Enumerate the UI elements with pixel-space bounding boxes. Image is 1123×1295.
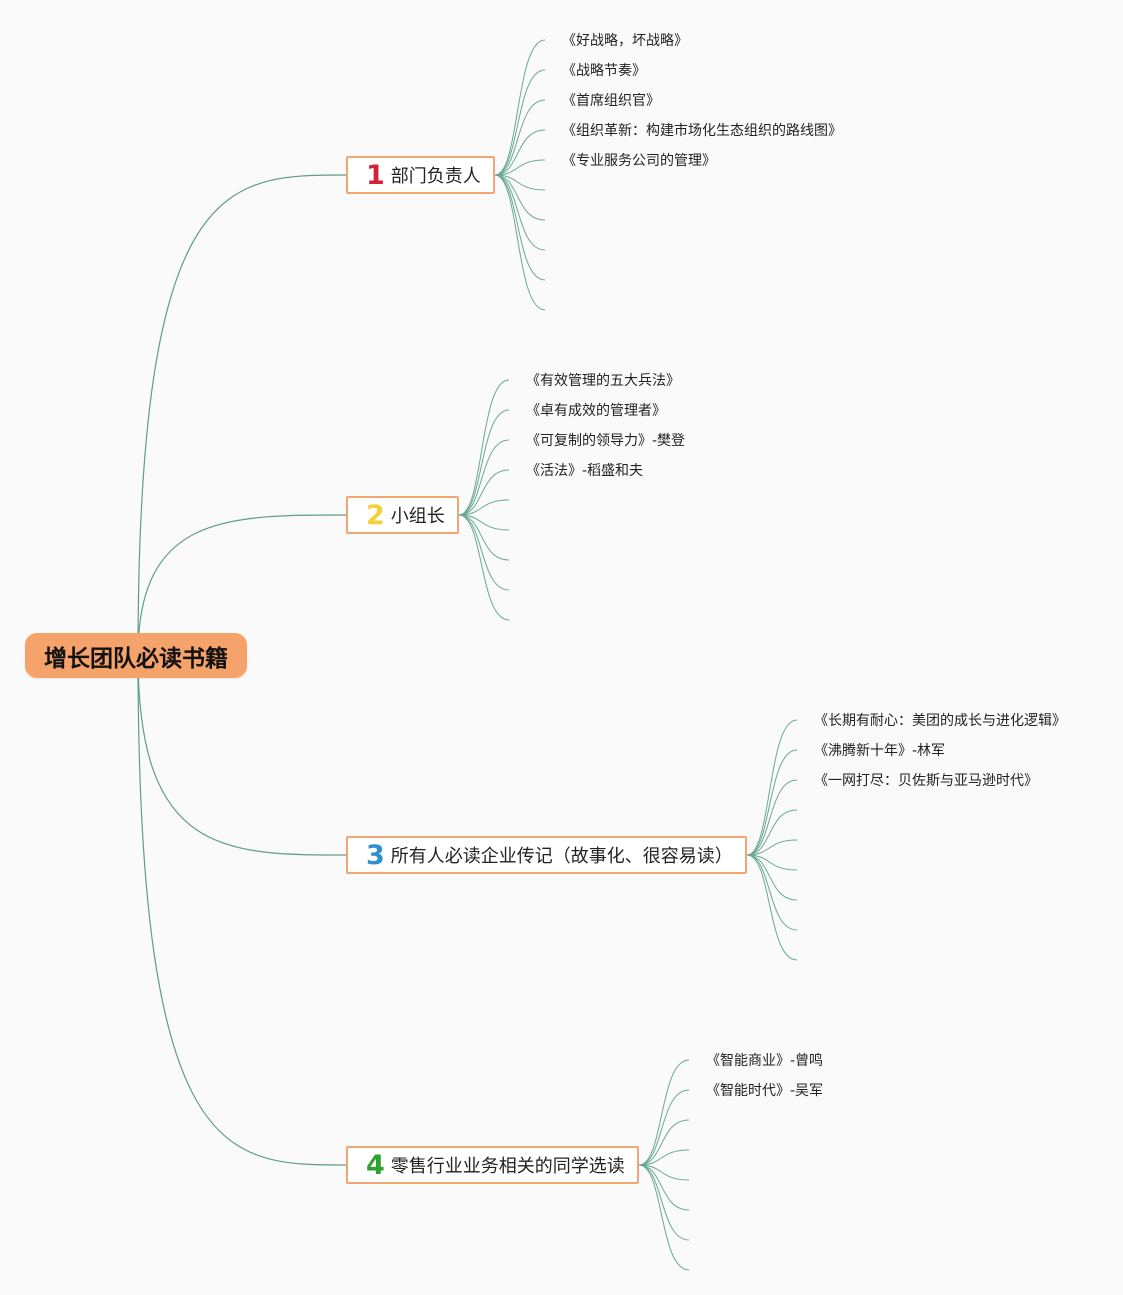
leaf-connector xyxy=(494,99,546,176)
book-item[interactable]: 《沸腾新十年》-林军 xyxy=(814,743,946,759)
leaf-connector xyxy=(458,514,510,561)
branch-label: 部门负责人 xyxy=(390,166,481,187)
leaf-connector xyxy=(458,409,510,516)
leaf-connector xyxy=(638,1164,690,1271)
number-one-icon: 1 xyxy=(366,159,385,191)
leaf-connector xyxy=(494,174,546,281)
branch-topic-3[interactable]: 3 所有人必读企业传记（故事化、很容易读） xyxy=(346,836,747,874)
leaf-connector xyxy=(638,1164,690,1241)
leaf-connector xyxy=(458,514,510,591)
leaf-connector xyxy=(494,39,546,176)
leaf-connector xyxy=(638,1059,690,1166)
branch-topic-1[interactable]: 1 部门负责人 xyxy=(346,156,495,194)
leaf-connector xyxy=(746,854,798,931)
leaf-connector xyxy=(746,809,798,856)
branch-connector xyxy=(137,514,347,657)
branch-connector xyxy=(137,174,347,657)
book-item[interactable]: 《首席组织官》 xyxy=(562,93,660,109)
branch-connector xyxy=(137,655,347,856)
leaf-connector xyxy=(746,779,798,856)
number-two-icon: 2 xyxy=(366,499,385,531)
branch-label: 小组长 xyxy=(390,506,445,527)
book-item[interactable]: 《可复制的领导力》-樊登 xyxy=(526,433,686,449)
leaf-connector xyxy=(458,469,510,516)
branch-topic-2[interactable]: 2 小组长 xyxy=(346,496,459,534)
book-item[interactable]: 《活法》-稻盛和夫 xyxy=(526,463,644,479)
leaf-connector xyxy=(746,839,798,856)
leaf-connector xyxy=(458,514,510,531)
leaf-connector xyxy=(638,1149,690,1166)
leaf-connector xyxy=(746,854,798,871)
book-item[interactable]: 《一网打尽：贝佐斯与亚马逊时代》 xyxy=(814,773,1038,789)
book-item[interactable]: 《组织革新：构建市场化生态组织的路线图》 xyxy=(562,123,842,139)
leaf-connector xyxy=(494,174,546,251)
book-item[interactable]: 《智能时代》-吴军 xyxy=(706,1083,824,1099)
leaf-connector xyxy=(638,1164,690,1181)
leaf-connector xyxy=(494,159,546,176)
number-four-icon: 4 xyxy=(366,1149,385,1181)
book-item[interactable]: 《卓有成效的管理者》 xyxy=(526,403,666,419)
leaf-connector xyxy=(638,1119,690,1166)
book-item[interactable]: 《战略节奏》 xyxy=(562,63,646,79)
leaf-connector xyxy=(746,719,798,856)
book-item[interactable]: 《有效管理的五大兵法》 xyxy=(526,373,680,389)
branch-topic-4[interactable]: 4 零售行业业务相关的同学选读 xyxy=(346,1146,639,1184)
leaf-connector xyxy=(458,439,510,516)
leaf-connector xyxy=(494,174,546,311)
leaf-connector xyxy=(458,499,510,516)
book-item[interactable]: 《长期有耐心：美团的成长与进化逻辑》 xyxy=(814,713,1066,729)
branch-label: 所有人必读企业传记（故事化、很容易读） xyxy=(390,846,733,867)
branch-label: 零售行业业务相关的同学选读 xyxy=(390,1156,625,1177)
leaf-connector xyxy=(494,129,546,176)
leaf-connector xyxy=(494,174,546,191)
branch-connector xyxy=(137,655,347,1166)
leaf-connector xyxy=(746,749,798,856)
number-three-icon: 3 xyxy=(366,839,385,871)
book-item[interactable]: 《好战略，坏战略》 xyxy=(562,33,688,49)
leaf-connector xyxy=(458,514,510,621)
root-topic[interactable]: 增长团队必读书籍 xyxy=(25,633,247,678)
leaf-connector xyxy=(746,854,798,901)
book-item[interactable]: 《智能商业》-曾鸣 xyxy=(706,1053,824,1069)
leaf-connector xyxy=(638,1164,690,1211)
leaf-connector xyxy=(494,174,546,221)
book-item[interactable]: 《专业服务公司的管理》 xyxy=(562,153,716,169)
leaf-connector xyxy=(458,379,510,516)
leaf-connector xyxy=(638,1089,690,1166)
leaf-connector xyxy=(494,69,546,176)
leaf-connector xyxy=(746,854,798,961)
